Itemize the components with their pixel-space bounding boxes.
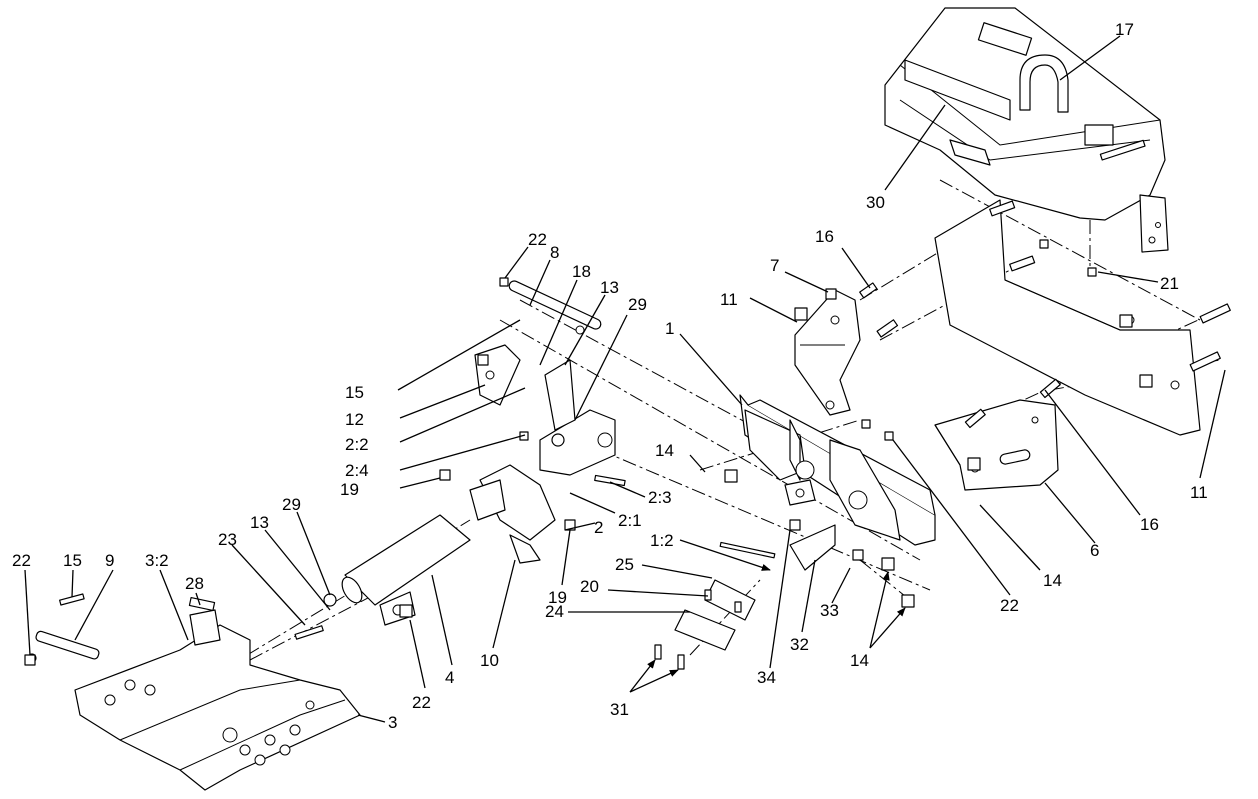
callout-label: 28	[185, 574, 204, 593]
callout-label: 13	[250, 513, 269, 532]
callout-label: 2:3	[648, 488, 672, 507]
callout-label: 22	[528, 230, 547, 249]
pin-9	[27, 630, 100, 663]
callouts: 22 8 18 13 29 16 7 11 1 15 12 2:2 2:4 14…	[12, 20, 1208, 732]
callout-label: 19	[340, 480, 359, 499]
callout-label: 18	[572, 262, 591, 281]
callout-label: 14	[1043, 571, 1062, 590]
upper-frame	[884, 7, 1169, 253]
callout-label: 2:2	[345, 435, 369, 454]
callout-label: 8	[550, 243, 559, 262]
callout-label: 11	[1190, 483, 1208, 502]
callout-label: 32	[790, 635, 809, 654]
callout-label: 11	[720, 290, 738, 309]
bracket-7	[794, 288, 861, 416]
callout-label: 15	[63, 551, 82, 570]
callout-label: 22	[1000, 596, 1019, 615]
callout-label: 6	[1090, 541, 1099, 560]
callout-label: 16	[815, 227, 834, 246]
lift-arm-2	[469, 409, 616, 564]
callout-label: 29	[628, 295, 647, 314]
callout-label: 22	[12, 551, 31, 570]
callout-label: 3	[388, 713, 397, 732]
callout-label: 17	[1115, 20, 1134, 39]
callout-label: 3:2	[145, 551, 169, 570]
callout-label: 2	[594, 518, 603, 537]
callout-label: 1:2	[650, 531, 674, 550]
callout-label: 33	[820, 601, 839, 620]
foot-platform-3	[74, 596, 361, 791]
callout-label: 16	[1140, 515, 1159, 534]
bracket-6	[934, 399, 1059, 491]
callout-label: 29	[282, 495, 301, 514]
callout-label: 22	[412, 693, 431, 712]
fasteners	[24, 200, 1231, 670]
callout-label: 10	[480, 651, 499, 670]
callout-label: 14	[850, 651, 869, 670]
callout-label: 34	[757, 668, 776, 687]
main-frame-weldment	[739, 394, 936, 546]
callout-label: 25	[615, 555, 634, 574]
callout-label: 9	[105, 551, 114, 570]
leader-lines	[24, 35, 1226, 723]
callout-label: 2:4	[345, 461, 369, 480]
callout-label: 12	[345, 410, 364, 429]
plates-24-25	[674, 524, 836, 651]
callout-label: 24	[545, 602, 564, 621]
callout-label: 1	[665, 319, 674, 338]
callout-label: 14	[655, 441, 674, 460]
callout-label: 15	[345, 383, 364, 402]
callout-label: 20	[580, 577, 599, 596]
callout-label: 23	[218, 530, 237, 549]
callout-label: 13	[600, 278, 619, 297]
callout-label: 19	[548, 588, 567, 607]
callout-label: 4	[445, 668, 454, 687]
callout-label: 30	[866, 193, 885, 212]
assembly-lines	[139, 179, 1221, 721]
callout-label: 31	[610, 700, 629, 719]
callout-label: 7	[770, 256, 779, 275]
callout-label: 2:1	[618, 511, 642, 530]
callout-label: 21	[1160, 274, 1179, 293]
